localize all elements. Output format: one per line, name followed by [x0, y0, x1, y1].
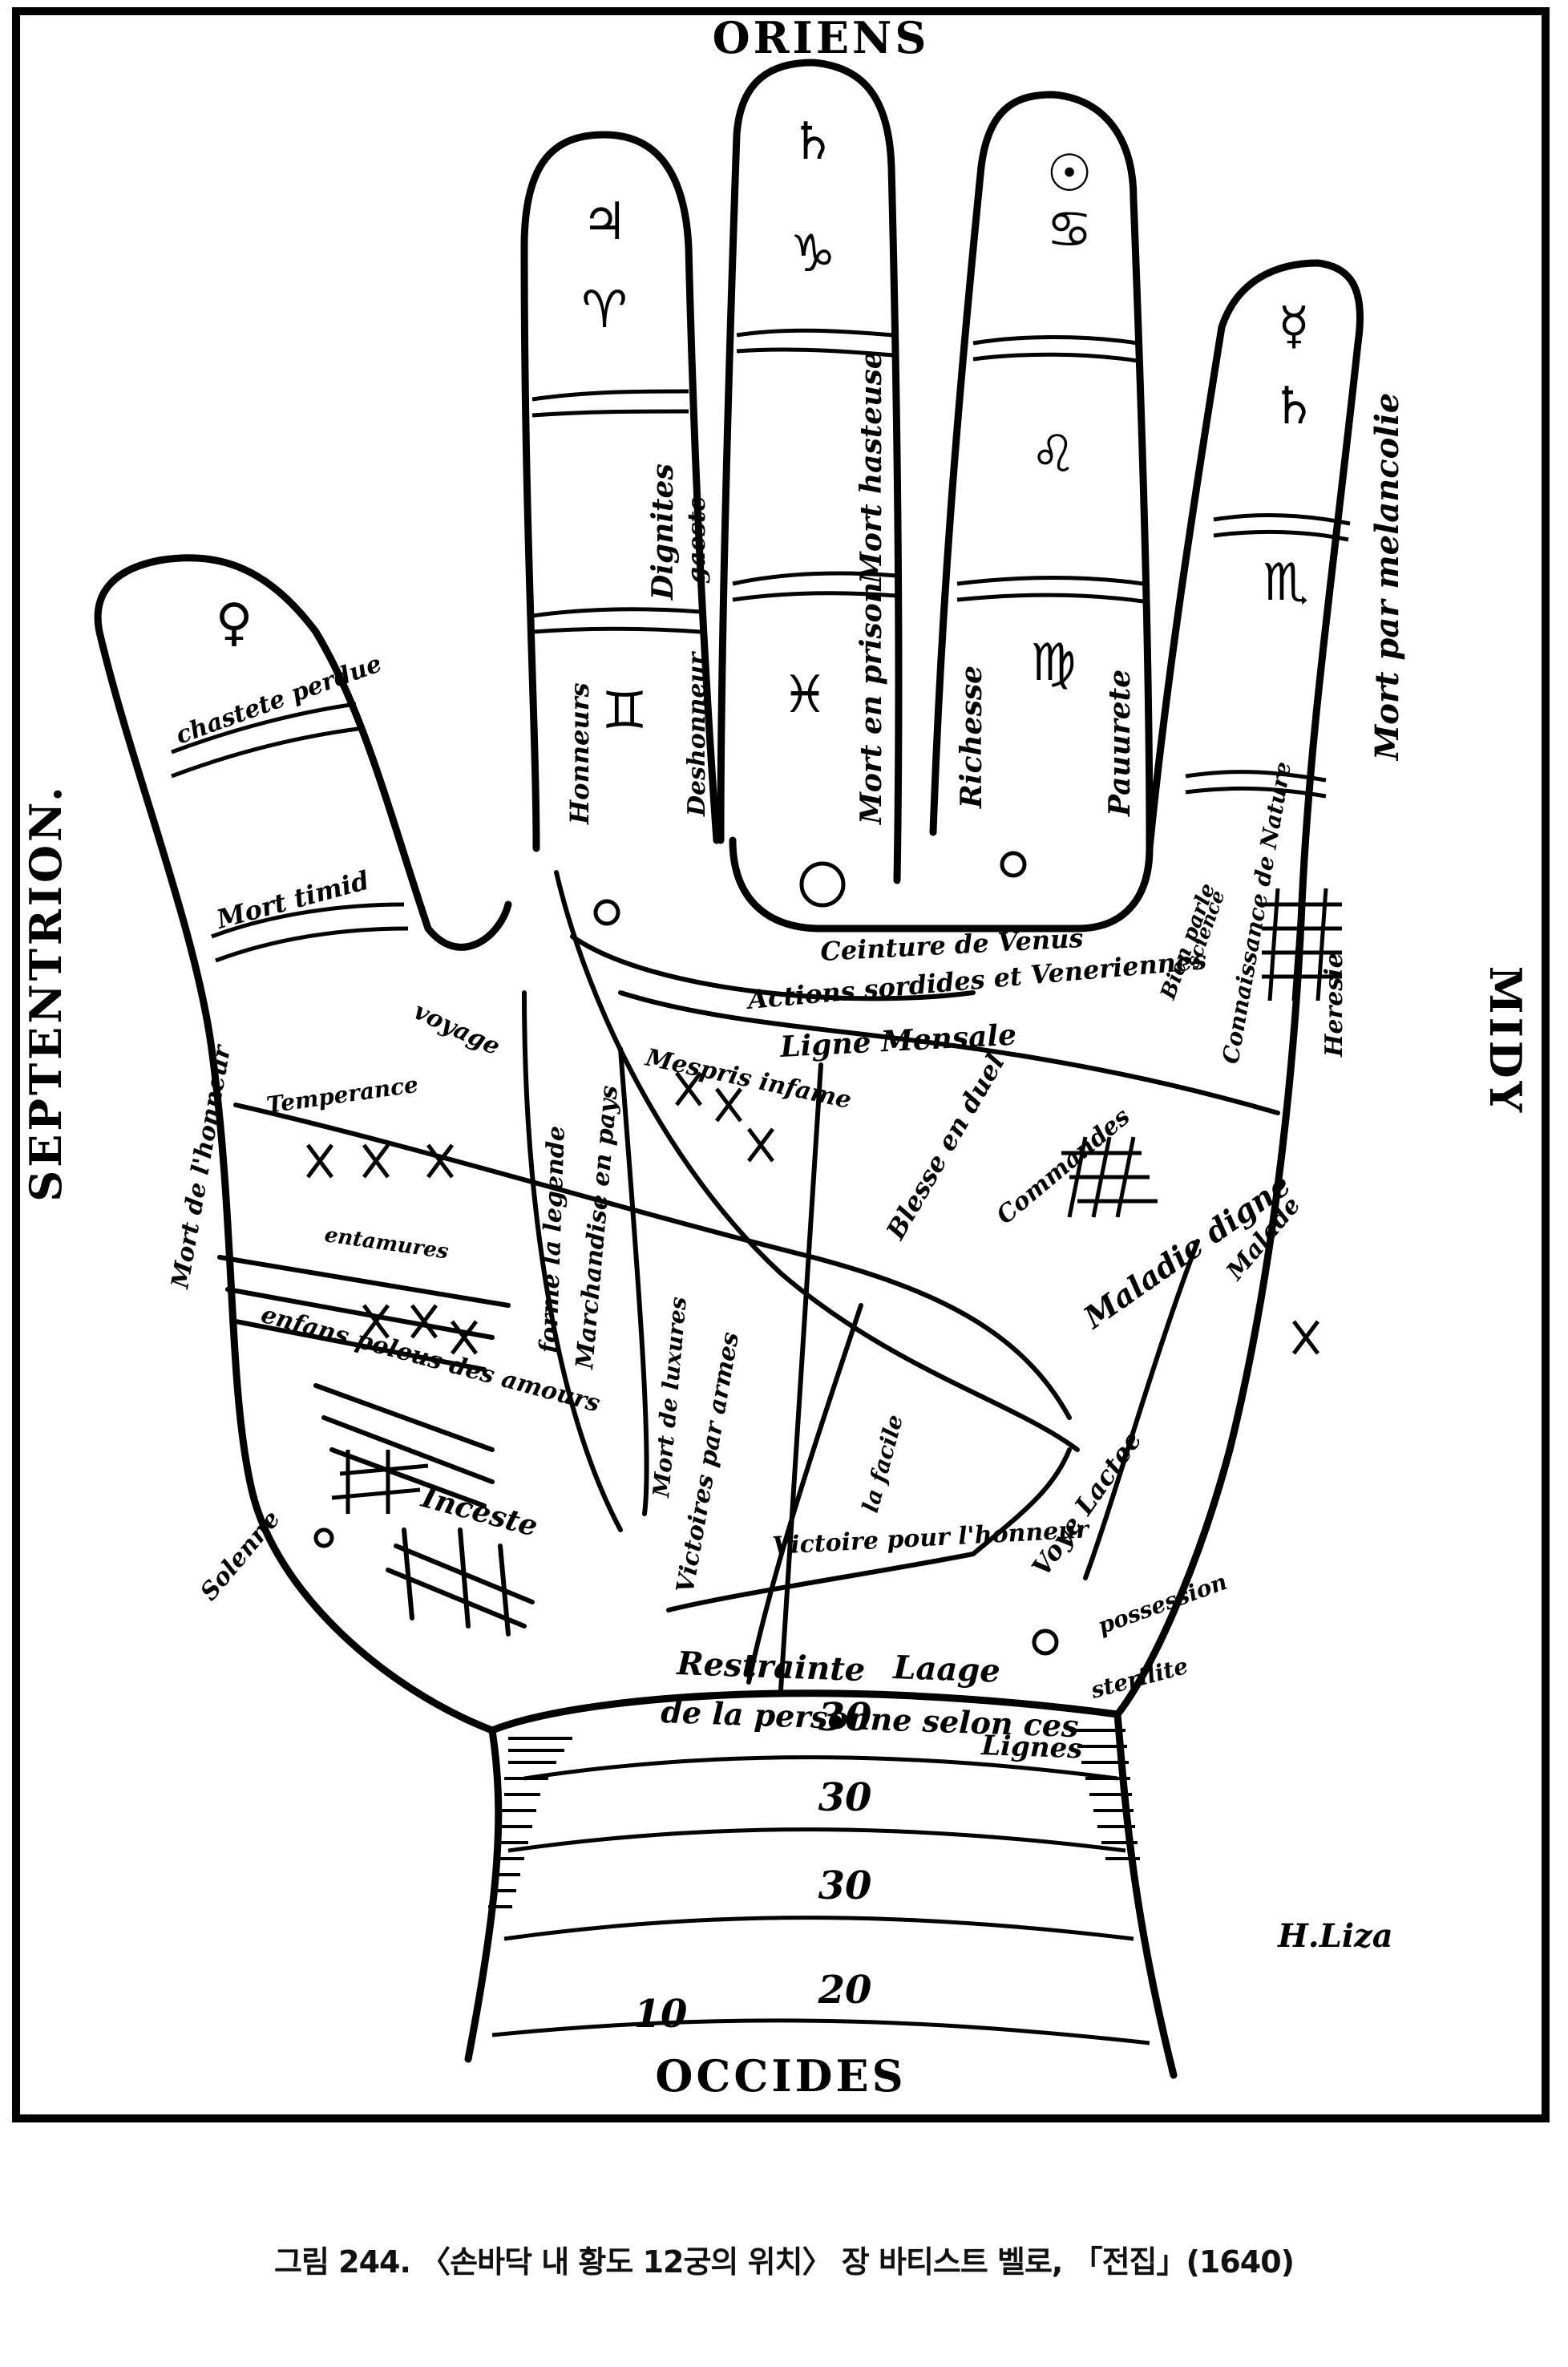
cancer-symbol: ♋	[1046, 200, 1092, 260]
sun-symbol: ☉	[1046, 144, 1092, 204]
scorpio-symbol: ♏	[1263, 553, 1308, 613]
border-frame	[12, 7, 1550, 2122]
label-marchandise: Marchandise en pays	[571, 1084, 624, 1370]
hand-outline	[94, 59, 1364, 2079]
capricorn-symbol: ♑	[790, 225, 835, 284]
direction-right: MIDY	[1480, 966, 1531, 1115]
label-mort-par-melancolie: Mort par melancolie	[1368, 393, 1406, 762]
gemini-symbol: ♊	[601, 682, 647, 741]
label-inceste: Inceste	[418, 1480, 541, 1544]
label-commandes: Commandes	[992, 1103, 1136, 1230]
label-mort-timid: Mort timid	[212, 865, 372, 935]
wrist-number-4: 20	[818, 1968, 872, 2013]
label-restrainte: Restrainte	[676, 1645, 866, 1689]
saturn-symbol: ♄	[790, 112, 835, 172]
label-gaeste: gaeste	[683, 496, 711, 584]
figure-caption: 그림 244. 〈손바닥 내 황도 12궁의 위치〉 장 바티스트 벨로, 「전…	[0, 2237, 1568, 2281]
direction-left: SEPTENTRION.	[20, 783, 71, 1202]
pisces-symbol: ♓	[782, 666, 827, 725]
wrist-number-2: 30	[818, 1775, 872, 1820]
label-temperance: Temperance	[265, 1071, 419, 1119]
label-mort-de-luxures: Mort de luxures	[648, 1296, 692, 1499]
label-sterilite: sterilite	[1087, 1653, 1190, 1704]
virgo-symbol: ♍	[1030, 633, 1076, 693]
jupiter-symbol: ♃	[581, 192, 627, 252]
label-solenne: Solenne	[195, 1505, 286, 1606]
label-heresie: Heresie	[1320, 953, 1348, 1058]
direction-top: ORIENS	[713, 12, 930, 63]
phalange-lines	[171, 328, 1351, 963]
little-finger-symbol: ♄	[1271, 377, 1316, 436]
label-entamures: entamures	[323, 1223, 451, 1264]
palm-marks	[306, 888, 1342, 1514]
aries-symbol: ♈	[581, 281, 627, 340]
label-lignes: Lignes	[980, 1730, 1083, 1765]
venus-symbol: ♀	[216, 593, 253, 653]
leo-symbol: ♌	[1030, 425, 1076, 484]
wrist-bracelets	[491, 1755, 1150, 2045]
label-honneurs: Honneurs	[564, 682, 595, 825]
wrist-shading	[488, 1729, 1140, 1908]
wrist-side-number: 10	[634, 1992, 688, 2037]
label-la-facile: la facile	[857, 1412, 908, 1515]
mercury-symbol: ☿	[1278, 297, 1309, 356]
label-blesse-en-duel: Blesse en duel	[880, 1049, 1011, 1245]
label-voye-lactee: Voye Lactee	[1025, 1426, 1147, 1582]
label-dignites: Dignites	[646, 463, 680, 601]
label-deshonneur: Deshonneur	[683, 651, 711, 817]
label-connaissance: Connaissance de Nature	[1217, 759, 1296, 1066]
wrist-number-3: 30	[818, 1863, 872, 1908]
wrist-number-1: 30	[818, 1695, 872, 1740]
palmistry-engraving: ORIENS SEPTENTRION. MIDY OCCIDES ♃ ♈ ♄ ♑…	[11, 6, 1550, 2123]
caption-text: 그림 244. 〈손바닥 내 황도 12궁의 위치〉 장 바티스트 벨로, 「전…	[273, 2244, 1295, 2280]
label-mort-hasteuse: Mort hasteuse	[855, 350, 888, 585]
circle-marks	[313, 851, 1059, 1656]
direction-bottom: OCCIDES	[655, 2050, 906, 2102]
label-voyage: voyage	[410, 997, 504, 1062]
label-richesse: Richesse	[955, 666, 988, 809]
artist-signature: H.Liza	[1277, 1917, 1393, 1955]
label-mort-en-prison: Mort en prison	[855, 582, 888, 826]
palm-lines	[217, 870, 1280, 1693]
label-pauurete: Pauurete	[1103, 670, 1137, 817]
label-forme-la-legende: forme la legende	[535, 1126, 571, 1356]
hand-diagram-svg: ORIENS SEPTENTRION. MIDY OCCIDES ♃ ♈ ♄ ♑…	[12, 7, 1550, 2122]
label-laage: Laage	[892, 1649, 1001, 1690]
